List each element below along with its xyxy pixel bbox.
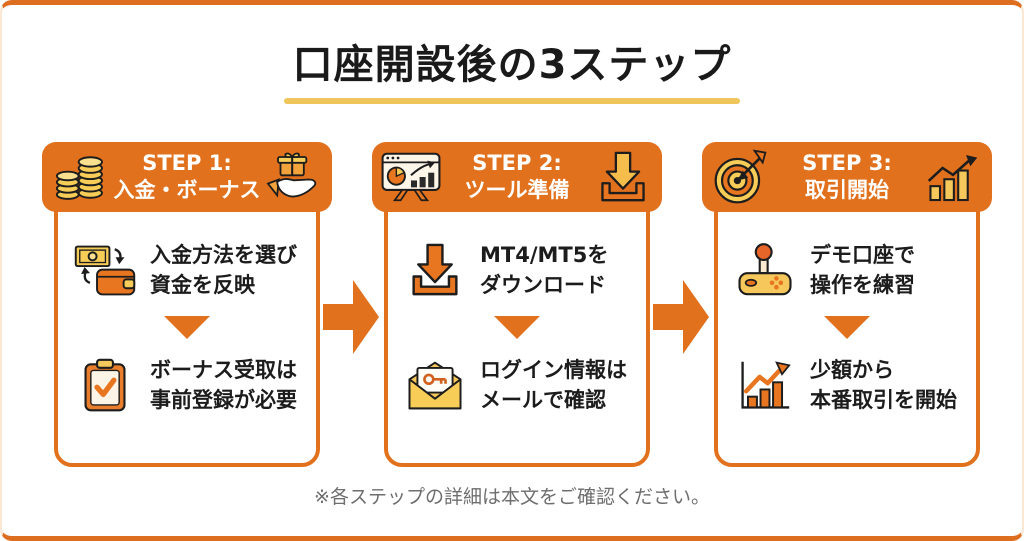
- step-3-item-1: デモ口座で 操作を練習: [718, 238, 976, 302]
- step-2-label: STEP 2:: [472, 151, 562, 175]
- step-1-label: STEP 1:: [142, 151, 232, 175]
- step-3-item-1-line2: 操作を練習: [810, 273, 915, 297]
- target-dart-icon: [710, 149, 772, 205]
- step-2-item-2-line2: メールで確認: [480, 388, 606, 412]
- step-1-item-2: ボーナス受取は 事前登録が必要: [58, 353, 316, 417]
- money-to-wallet-icon: [72, 243, 138, 298]
- step-2-subtitle: ツール準備: [464, 178, 570, 202]
- step-2-item-2-line1: ログイン情報は: [480, 358, 627, 382]
- step-3-subtitle: 取引開始: [805, 178, 889, 202]
- right-arrow-icon: [323, 280, 379, 354]
- step-2-item-2-text: ログイン情報は メールで確認: [480, 355, 627, 415]
- growth-chart-icon: [732, 359, 798, 411]
- step-2-body: MT4/MT5を ダウンロード: [384, 202, 650, 467]
- step-3-item-2-line1: 少額から: [810, 358, 894, 382]
- coins-stack-icon: [50, 154, 112, 201]
- step-3-item-2-line2: 本番取引を開始: [810, 388, 957, 412]
- step-2-item-1-line1: MT4/MT5を: [480, 243, 609, 267]
- step-3-label: STEP 3:: [802, 151, 892, 175]
- joystick-icon: [732, 242, 798, 298]
- title-underline: [284, 98, 740, 104]
- step-3-title: STEP 3: 取引開始: [772, 150, 922, 204]
- download-icon: [592, 150, 654, 204]
- step-2-item-2: ログイン情報は メールで確認: [388, 353, 646, 417]
- step-1-item-2-text: ボーナス受取は 事前登録が必要: [150, 355, 297, 415]
- step-1-item-1-text: 入金方法を選び 資金を反映: [150, 240, 297, 300]
- step-1-body: 入金方法を選び 資金を反映 ボ: [54, 202, 320, 467]
- step-2-header: STEP 2: ツール準備: [372, 142, 662, 212]
- step-card-2: STEP 2: ツール準備: [372, 142, 662, 467]
- step-2-item-1-text: MT4/MT5を ダウンロード: [480, 240, 608, 300]
- page-title: 口座開設後の3ステップ: [292, 42, 732, 88]
- down-triangle-icon: [824, 316, 870, 339]
- step-1-item-1-line2: 資金を反映: [150, 273, 255, 297]
- step-card-1: STEP 1: 入金・ボーナス: [42, 142, 332, 467]
- step-1-item-2-line1: ボーナス受取は: [150, 358, 297, 382]
- step-1-header: STEP 1: 入金・ボーナス: [42, 142, 332, 212]
- step-1-item-2-line2: 事前登録が必要: [150, 388, 297, 412]
- gift-hand-icon: [262, 152, 324, 202]
- footnote: ※各ステップの詳細は本文をご確認ください。: [314, 486, 710, 508]
- step-2-item-1-line2: ダウンロード: [480, 273, 606, 297]
- step-3-item-1-text: デモ口座で 操作を練習: [810, 240, 915, 300]
- step-1-subtitle: 入金・ボーナス: [113, 178, 261, 202]
- step-3-item-2-text: 少額から 本番取引を開始: [810, 355, 957, 415]
- clipboard-check-icon: [72, 358, 138, 413]
- envelope-key-icon: [402, 360, 468, 411]
- step-3-body: デモ口座で 操作を練習: [714, 202, 980, 467]
- step-3-header: STEP 3: 取引開始: [702, 142, 992, 212]
- bar-chart-up-icon: [922, 153, 984, 202]
- step-card-3: STEP 3: 取引開始: [702, 142, 992, 467]
- step-2-title: STEP 2: ツール準備: [442, 150, 592, 204]
- step-1-title: STEP 1: 入金・ボーナス: [112, 150, 262, 204]
- step-2-item-1: MT4/MT5を ダウンロード: [388, 238, 646, 302]
- monitor-chart-icon: [380, 151, 442, 203]
- step-3-item-1-line1: デモ口座で: [810, 243, 915, 267]
- download-icon: [402, 242, 468, 298]
- step-1-item-1: 入金方法を選び 資金を反映: [58, 238, 316, 302]
- step-3-item-2: 少額から 本番取引を開始: [718, 353, 976, 417]
- down-triangle-icon: [164, 316, 210, 339]
- right-arrow-icon: [653, 280, 709, 354]
- down-triangle-icon: [494, 316, 540, 339]
- step-1-item-1-line1: 入金方法を選び: [150, 243, 297, 267]
